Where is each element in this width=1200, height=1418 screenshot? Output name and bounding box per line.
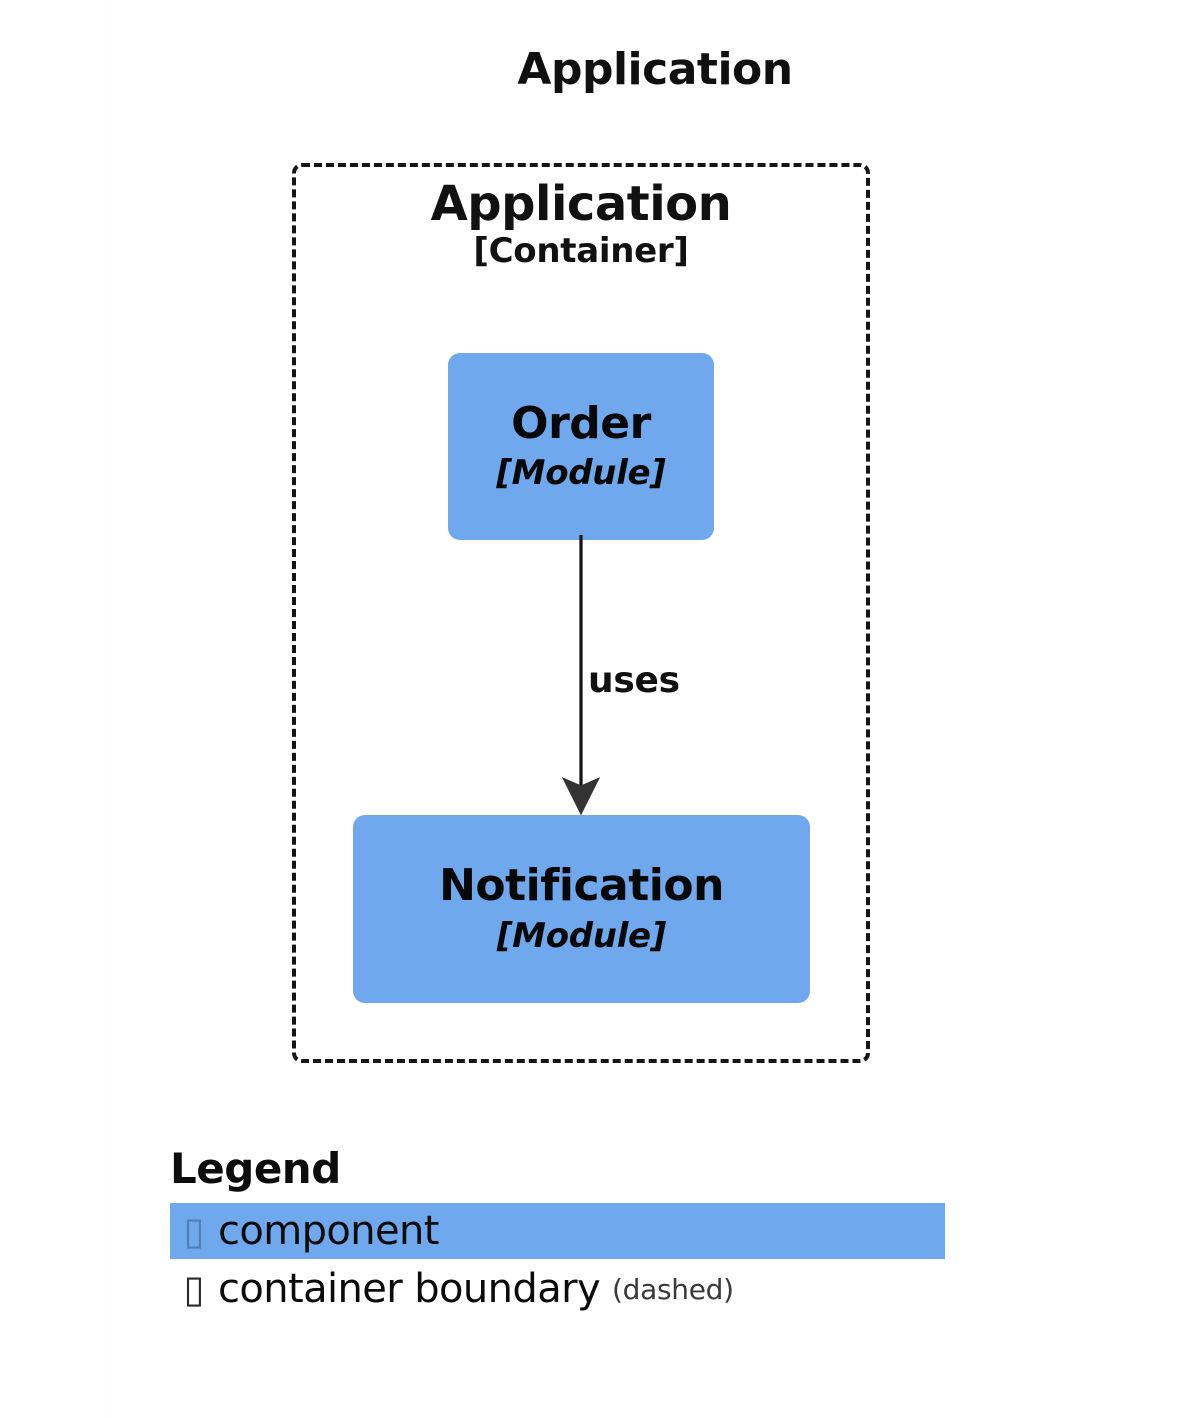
legend-item-label-container-boundary: container boundary	[218, 1266, 601, 1312]
component-type-order: [Module]	[496, 453, 666, 494]
legend: Legend ▯ component ▯ container boundary …	[170, 1148, 960, 1317]
diagram-canvas	[110, 0, 1200, 1418]
diagram-title: Application	[517, 44, 793, 95]
container-boundary-application[interactable]	[292, 163, 870, 1063]
legend-title: Legend	[170, 1144, 341, 1193]
legend-item-container-boundary[interactable]: ▯ container boundary (dashed)	[170, 1261, 960, 1317]
legend-item-component[interactable]: ▯ component	[170, 1203, 945, 1259]
component-node-order[interactable]: Order [Module]	[448, 353, 714, 540]
edge-uses-arrow[interactable]	[540, 535, 630, 825]
component-name-notification: Notification	[439, 860, 724, 912]
legend-item-note-dashed: (dashed)	[612, 1272, 734, 1306]
legend-item-label-component: component	[218, 1208, 439, 1254]
missing-glyph-box-icon: ▯	[183, 1209, 205, 1253]
component-node-notification[interactable]: Notification [Module]	[353, 815, 810, 1003]
missing-glyph-box-icon: ▯	[183, 1267, 205, 1311]
component-name-order: Order	[511, 397, 651, 449]
component-type-notification: [Module]	[496, 915, 667, 956]
edge-label-uses: uses	[588, 660, 680, 701]
